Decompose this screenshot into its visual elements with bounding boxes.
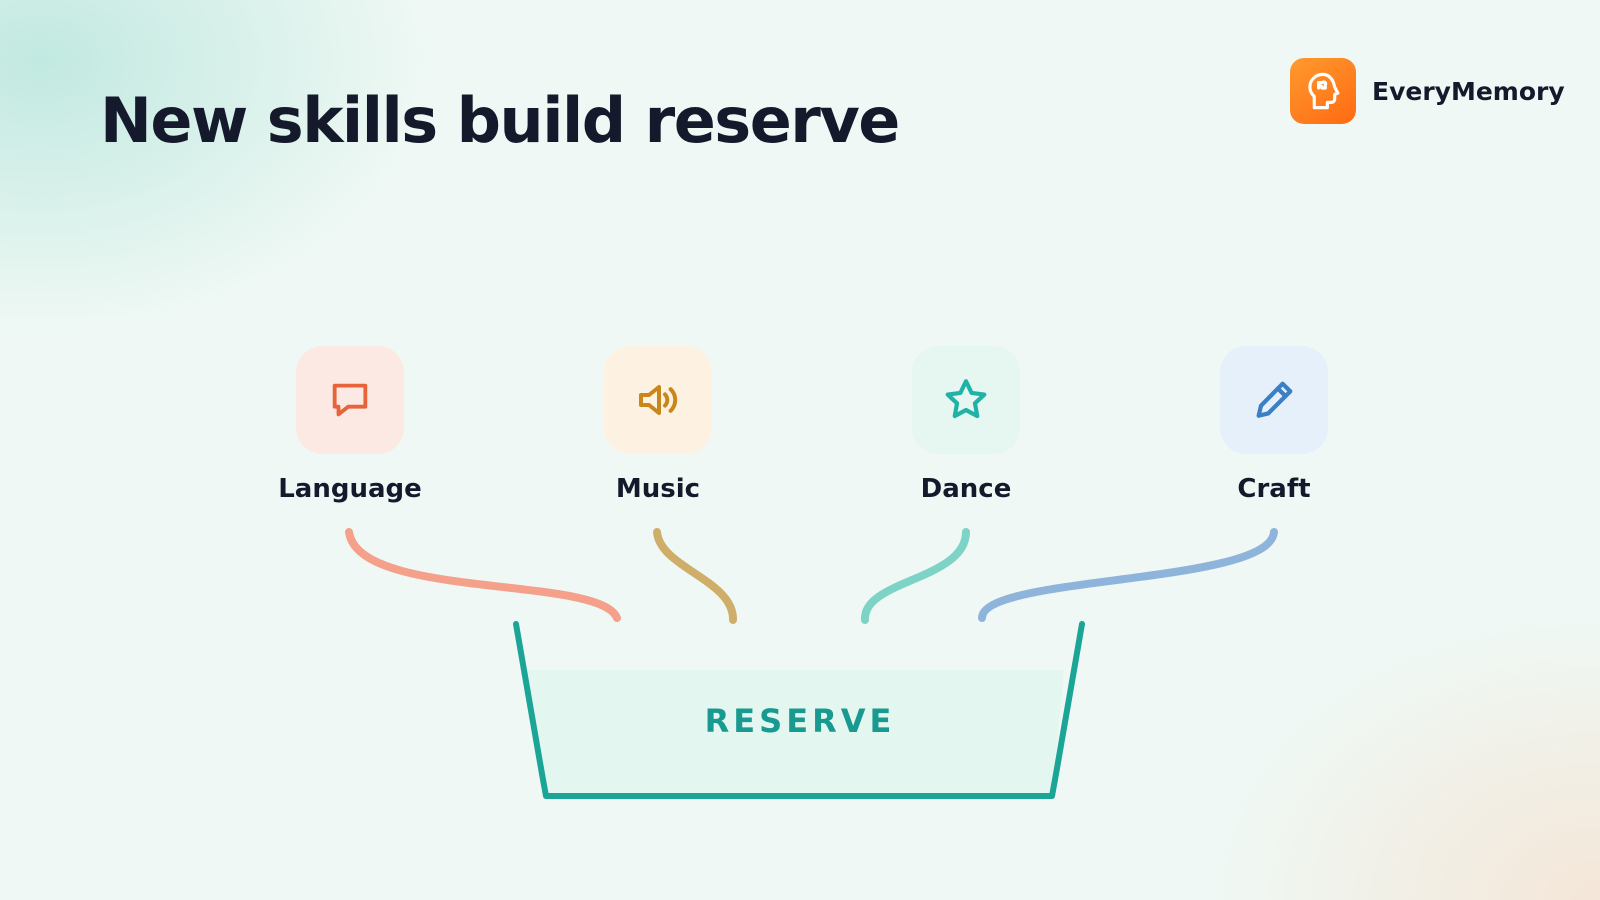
connector-dance: [861, 528, 970, 624]
reserve-label: RESERVE: [704, 702, 896, 740]
pencil-icon: [1256, 381, 1293, 418]
skill-tile-music: [604, 346, 712, 454]
speaker-icon: [639, 385, 678, 415]
skill-dance: Dance: [846, 346, 1086, 504]
skill-tile-craft: [1220, 346, 1328, 454]
connector-music: [653, 528, 738, 624]
connector-language: [345, 528, 621, 622]
skill-language: Language: [230, 346, 470, 504]
connector-craft: [978, 528, 1278, 622]
skill-music: Music: [538, 346, 778, 504]
head-puzzle-icon: [1308, 72, 1340, 110]
skill-tile-dance: [912, 346, 1020, 454]
skill-craft: Craft: [1154, 346, 1394, 504]
reserve-container-fill: [524, 670, 1064, 796]
skill-label-music: Music: [615, 474, 701, 504]
page-title: New skills build reserve: [100, 84, 900, 157]
brand: EveryMemory: [1290, 58, 1565, 124]
reserve-container-outline: [513, 621, 1085, 799]
chat-bubble-icon: [332, 383, 368, 417]
skill-label-craft: Craft: [1237, 474, 1311, 504]
brand-logo: [1290, 58, 1356, 124]
brand-name: EveryMemory: [1372, 76, 1565, 106]
skill-tile-language: [296, 346, 404, 454]
skill-label-dance: Dance: [920, 474, 1012, 504]
star-icon: [945, 379, 987, 419]
skill-label-language: Language: [278, 474, 422, 504]
